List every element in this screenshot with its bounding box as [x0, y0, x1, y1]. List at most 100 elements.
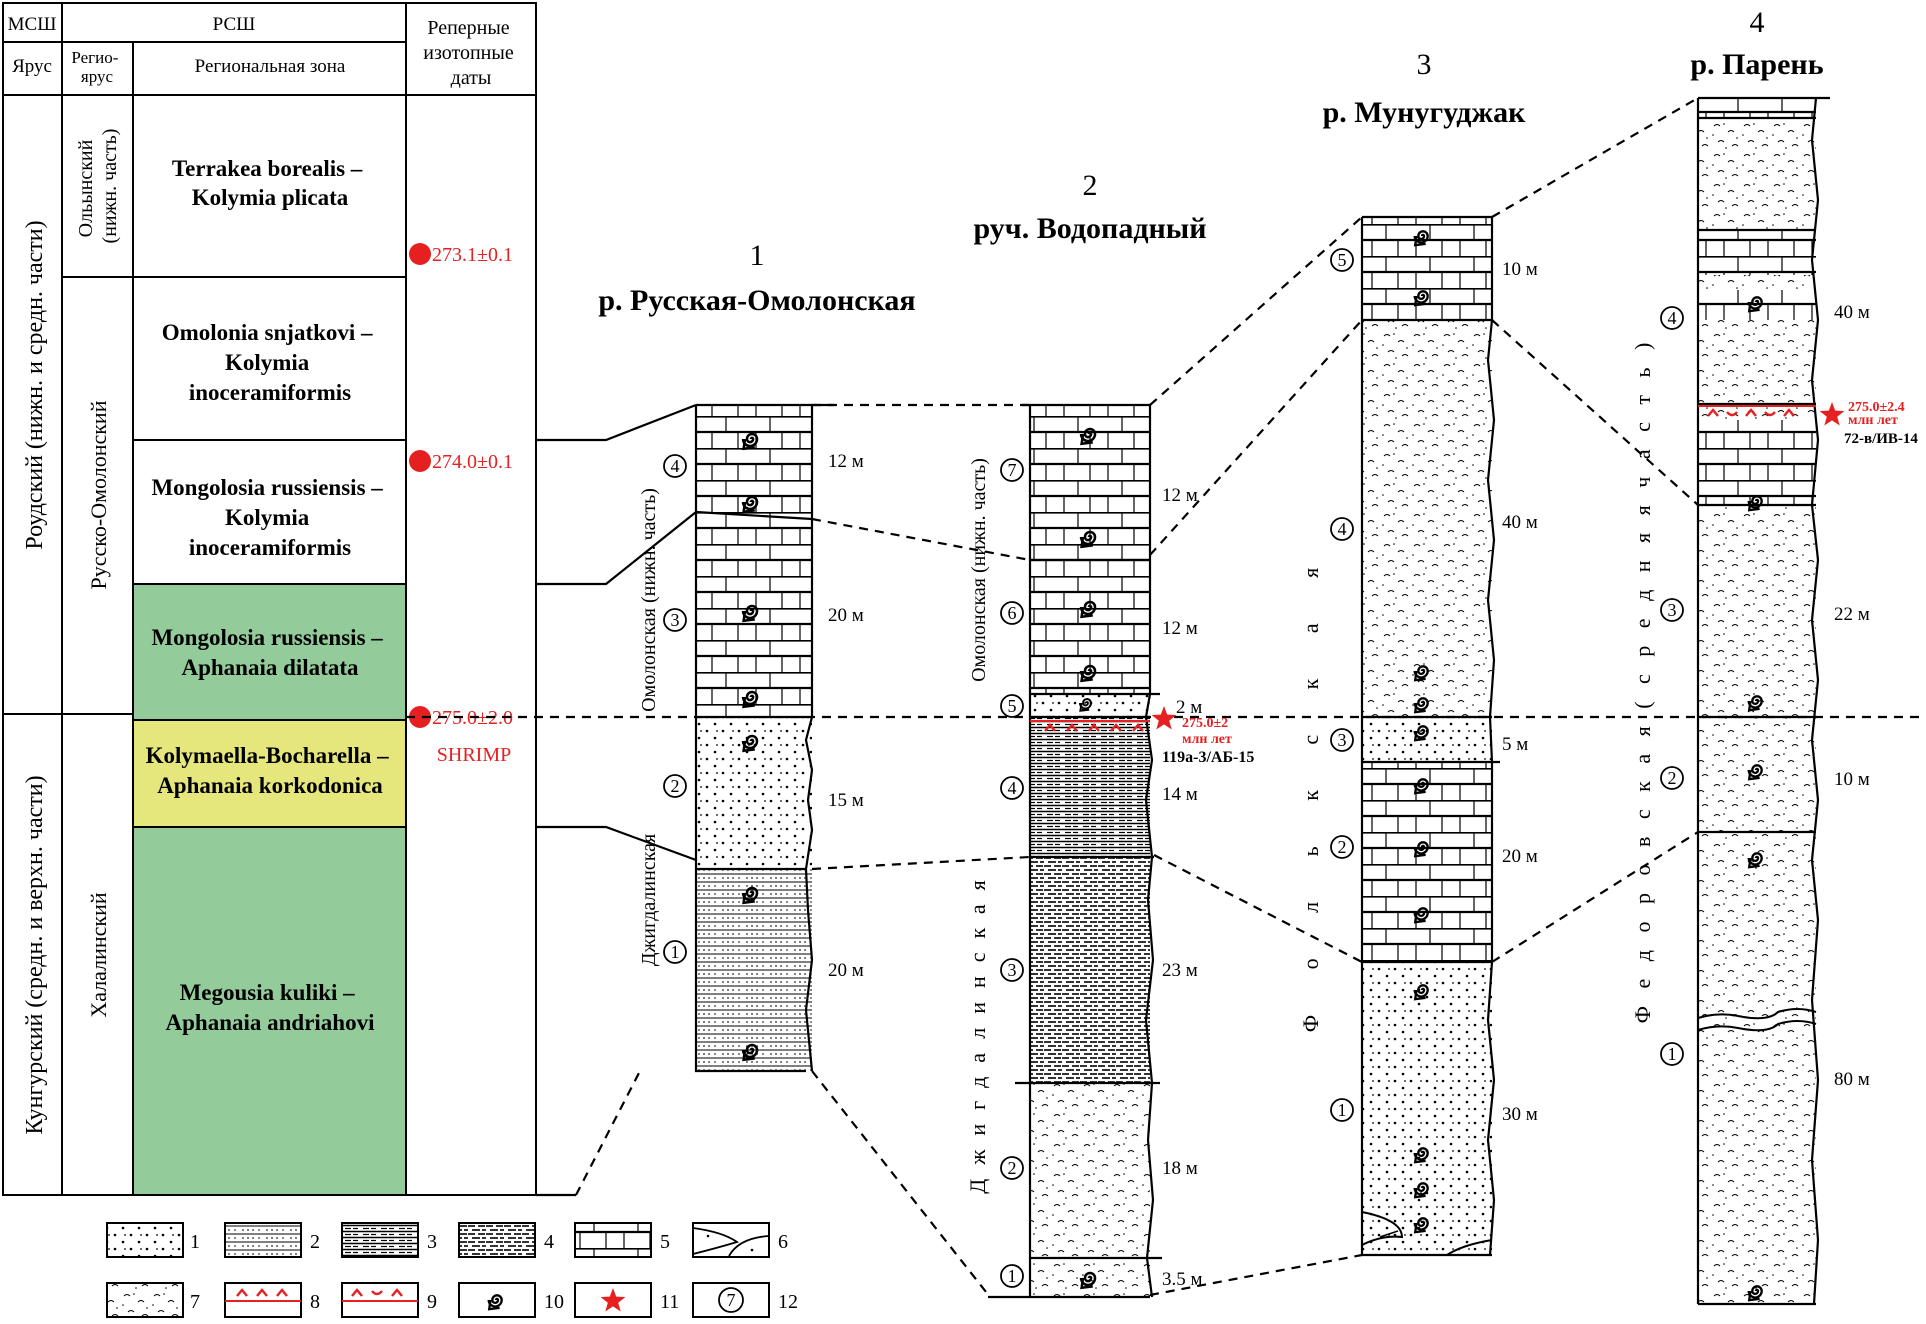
- column-3-bed-number: 2: [1338, 837, 1347, 857]
- section-column-2: 2 руч. Водопадный: [965, 169, 1254, 1299]
- legend-circle-number: 7: [727, 1290, 736, 1310]
- column-2-thickness: 14 м: [1162, 784, 1198, 805]
- legend-item-1: 1: [106, 1222, 200, 1258]
- column-2-marker-bed: [1030, 720, 1150, 732]
- legend-label: 1: [190, 1231, 200, 1253]
- legend-item-5: 5: [574, 1222, 670, 1258]
- legend-item-7: 7: [106, 1282, 200, 1318]
- regio-russko-omolonsky-label: Русско-Омолонский: [86, 400, 111, 589]
- column-2-bed-number: 6: [1008, 603, 1017, 623]
- column-1-bed-number: 1: [671, 942, 680, 962]
- column-3-number: 3: [1417, 48, 1432, 81]
- star-icon: [1151, 706, 1177, 730]
- column-2-bed-number: 4: [1008, 778, 1017, 798]
- column-1-title: р. Русская-Омолонская: [598, 284, 915, 317]
- header-zone: Региональная зона: [195, 56, 346, 77]
- date-dot-1: [409, 243, 431, 265]
- legend-label: 5: [660, 1231, 670, 1253]
- column-1-thickness: 15 м: [828, 790, 864, 811]
- column-3-bed-number: 1: [1338, 1100, 1347, 1120]
- column-2-formation-lower: Джигдалинская: [965, 866, 990, 1194]
- sample-2-code: 119а-3/АБ-15: [1162, 749, 1254, 766]
- regio-olyn-label: Ольынский (нижн. часть): [75, 129, 121, 244]
- zone-labels: Terrakea borealis – Kolymia plicata Omol…: [146, 156, 389, 1035]
- column-2-bed-number: 2: [1008, 1158, 1017, 1178]
- legend-item-9: 9: [341, 1282, 437, 1318]
- legend-item-8: 8: [224, 1282, 320, 1318]
- column-3-bed-number: 5: [1338, 250, 1347, 270]
- stratigraphic-table: МСШ РСШ Ярус Регио- ярус Региональная зо…: [2, 2, 576, 1196]
- header-mssh: МСШ: [8, 14, 57, 35]
- legend-label: 12: [778, 1291, 798, 1313]
- column-1-formation-lower: Джигдалинская: [638, 834, 660, 966]
- zone-label-megousia: Megousia kuliki – Aphanaia andriahovi: [166, 980, 376, 1035]
- legend-label: 9: [427, 1291, 437, 1313]
- legend-label: 4: [544, 1231, 554, 1253]
- legend-item-6: 6: [692, 1222, 788, 1258]
- column-1-thickness: 20 м: [828, 605, 864, 626]
- column-2-title: руч. Водопадный: [974, 212, 1207, 245]
- star-icon: [1819, 402, 1845, 426]
- zone-label-mongolosia-kolymia: Mongolosia russiensis – Kolymia inoceram…: [151, 475, 388, 560]
- isotope-dates: 273.1±0.1 274.0±0.1 275.0±2.0 SHRIMP: [409, 243, 513, 766]
- zone-label-terrakea: Terrakea borealis – Kolymia plicata: [172, 156, 368, 210]
- table-grid: [2, 2, 576, 1196]
- column-4-bed-number: 4: [1668, 308, 1677, 328]
- column-4-bed-number: 3: [1668, 600, 1677, 620]
- column-4-number: 4: [1750, 6, 1765, 39]
- header-rssh: РСШ: [213, 14, 256, 35]
- column-3-title: р. Мунугуджак: [1323, 96, 1527, 129]
- date-label-2: 274.0±0.1: [432, 451, 513, 473]
- column-3-thickness: 20 м: [1502, 846, 1538, 867]
- column-1-thickness: 20 м: [828, 960, 864, 981]
- column-4-formation: Ф е д о р о в с к а я ( с р е д н я я ч …: [1630, 337, 1655, 1024]
- column-1-formation-upper: Омолонская (нижн. часть): [638, 488, 660, 712]
- regio-khalalinsky-label: Халалинский: [86, 892, 111, 1018]
- column-3-thickness: 40 м: [1502, 512, 1538, 533]
- column-1-number: 1: [750, 239, 765, 272]
- sample-4-unit: млн лет: [1848, 413, 1898, 428]
- section-column-1: 1 р. Русская-Омолонская Омолонская (нижн…: [598, 239, 916, 1073]
- column-2-bed-number: 5: [1008, 696, 1017, 716]
- column-4-bed-number: 2: [1668, 768, 1677, 788]
- legend-item-2: 2: [224, 1222, 320, 1258]
- date-label-1: 273.1±0.1: [432, 244, 513, 266]
- column-4-thickness: 10 м: [1834, 769, 1870, 790]
- column-2-thickness: 23 м: [1162, 960, 1198, 981]
- date-dot-3: [409, 706, 431, 728]
- column-4-sample: 275.0±2.4 млн лет 72-в/ИВ-14: [1819, 400, 1918, 447]
- zone-cell-green-lower: [133, 827, 406, 1195]
- section-column-3: 3 р. Мунугуджак: [1298, 48, 1538, 1257]
- shrimp-label: SHRIMP: [437, 744, 511, 766]
- legend-label: 3: [427, 1231, 437, 1253]
- column-4-thickness: 40 м: [1834, 302, 1870, 323]
- zone-cell-yellow: [133, 720, 406, 827]
- zone-label-omolonia: Omolonia snjatkovi – Kolymia inoceramifo…: [162, 320, 379, 405]
- column-3-thickness: 30 м: [1502, 1104, 1538, 1125]
- column-2-bed-number: 7: [1008, 460, 1017, 480]
- column-1-bed-number: 4: [671, 456, 680, 476]
- column-3-thickness: 10 м: [1502, 259, 1538, 280]
- column-2-thickness: 12 м: [1162, 485, 1198, 506]
- legend-item-4: 4: [458, 1222, 554, 1258]
- column-4-thickness: 80 м: [1834, 1069, 1870, 1090]
- star-icon: [600, 1288, 626, 1312]
- column-3-bed-number: 3: [1338, 730, 1347, 750]
- sample-4-code: 72-в/ИВ-14: [1844, 431, 1918, 447]
- legend-item-12: 7 12: [692, 1282, 798, 1318]
- column-2-sample: 275.0±2 млн лет 119а-3/АБ-15: [1151, 706, 1254, 766]
- section-column-4: 4 р. Парень: [1630, 6, 1918, 1306]
- sample-2-date: 275.0±2: [1182, 716, 1228, 731]
- stage-lower-label: Кунгурский (средн. и верхн. части): [22, 775, 48, 1134]
- column-1-thickness: 12 м: [828, 451, 864, 472]
- column-3-thickness: 5 м: [1502, 734, 1528, 755]
- column-3-formation: Ф о л ь к с к а я: [1298, 548, 1323, 1032]
- sample-4-date: 275.0±2.4: [1848, 400, 1905, 415]
- column-2-thickness: 2 м: [1176, 697, 1202, 718]
- column-4-marker-bed: [1698, 405, 1816, 417]
- legend-item-11: 11: [574, 1282, 679, 1318]
- date-dot-2: [409, 450, 431, 472]
- column-2-number: 2: [1083, 169, 1098, 202]
- legend-item-3: 3: [341, 1222, 437, 1258]
